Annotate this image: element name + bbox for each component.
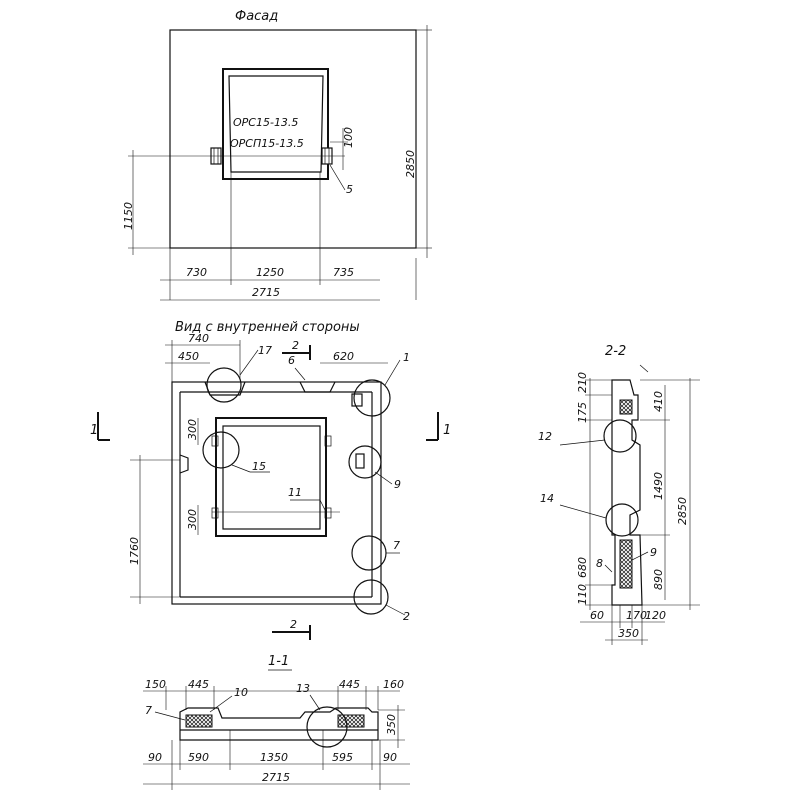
- inner-dim-300-top: 300: [186, 419, 199, 440]
- inner-callout-2: 2: [403, 610, 410, 623]
- section22-insulation-bottom: [619, 539, 633, 589]
- inner-sec-2-top: 2: [292, 339, 299, 352]
- inner-sec-1-left: 1: [90, 423, 98, 438]
- section22-dim-120: 120: [645, 609, 666, 622]
- section11-profile: [179, 707, 379, 741]
- inner-dim-620: 620: [333, 350, 354, 363]
- section11-dim-595: 595: [332, 751, 353, 764]
- facade-callout-5: 5: [346, 183, 353, 196]
- facade-label-2: ОРСП15-13.5: [230, 137, 304, 150]
- facade-label-1: ОРС15-13.5: [233, 116, 298, 129]
- inner-callout-1: 1: [403, 351, 410, 364]
- inner-callout-6: 6: [288, 354, 295, 367]
- section22-insulation-top: [619, 399, 633, 415]
- facade-dim-735: 735: [333, 266, 354, 279]
- facade-dim-1150: 1150: [122, 202, 135, 230]
- inner-detail-circle-1: [353, 379, 391, 417]
- section22-callout-8: 8: [596, 557, 603, 570]
- section22-title: 2-2: [605, 344, 626, 359]
- section22-dim-60: 60: [590, 609, 604, 622]
- section22-dim-2850: 2850: [676, 497, 689, 525]
- section22-dim-175: 175: [576, 402, 589, 423]
- facade-window-inner: [228, 75, 324, 173]
- inner-detail-circle-17: [206, 367, 242, 403]
- section22-dim-110: 110: [576, 584, 589, 605]
- section11-callout-7: 7: [145, 704, 152, 717]
- inner-dim-740: 740: [188, 332, 209, 345]
- facade-dim-730: 730: [186, 266, 207, 279]
- section22-callout-14: 14: [540, 492, 554, 505]
- section11-dim-160: 160: [383, 678, 404, 691]
- section22-callout-9: 9: [650, 546, 657, 559]
- section22-dim-890: 890: [652, 569, 665, 590]
- inner-window-inner: [222, 425, 321, 530]
- section22-callout-12: 12: [538, 430, 552, 443]
- inner-view: Вид с внутренней стороны 300 300 740 450…: [90, 320, 451, 640]
- section22-dim-680: 680: [576, 557, 589, 578]
- section11-circle-13: [306, 706, 348, 748]
- facade-dim-1250: 1250: [256, 266, 284, 279]
- inner-sec-1-right: 1: [443, 423, 451, 438]
- inner-title: Вид с внутренней стороны: [175, 320, 360, 335]
- inner-sec-2-bottom: 2: [290, 618, 297, 631]
- facade-panel-outline: [169, 29, 417, 249]
- section11-dim-90-left: 90: [148, 751, 162, 764]
- inner-dim-300-bottom: 300: [186, 509, 199, 530]
- section22-profile: [611, 379, 643, 606]
- section11-dim-445-right: 445: [339, 678, 360, 691]
- section22-dim-170: 170: [626, 609, 647, 622]
- inner-dim-450: 450: [178, 350, 199, 363]
- inner-callout-9: 9: [394, 478, 401, 491]
- section11-dim-90-right: 90: [383, 751, 397, 764]
- facade-dim-100: 100: [342, 127, 355, 148]
- inner-detail-circle-15: [202, 431, 240, 469]
- facade-window-outer: [222, 68, 329, 180]
- inner-detail-circle-2: [353, 579, 389, 615]
- facade-view: Фасад ОРС15-13.5 ОРСП15-13.5 100 5 2850 …: [122, 9, 432, 301]
- section22-dim-210: 210: [576, 372, 589, 393]
- section-2-2: 2-2 12 14 8 9 210 175 680 110 410 1490: [538, 344, 700, 645]
- inner-dim-1760: 1760: [128, 537, 141, 565]
- section11-dim-350: 350: [385, 714, 398, 735]
- section11-dim-150: 150: [145, 678, 166, 691]
- section11-insulation-left: [185, 714, 213, 728]
- inner-panel-outline: [171, 381, 382, 605]
- section22-dim-1490: 1490: [652, 472, 665, 500]
- section11-callout-13: 13: [296, 682, 310, 695]
- section11-dim-1350: 1350: [260, 751, 288, 764]
- section22-dim-350: 350: [618, 627, 639, 640]
- section11-title: 1-1: [268, 654, 289, 669]
- section11-dim-590: 590: [188, 751, 209, 764]
- inner-window-outer: [215, 417, 327, 537]
- inner-callout-7: 7: [393, 539, 400, 552]
- inner-callout-17: 17: [258, 344, 272, 357]
- inner-detail-circle-9: [348, 445, 382, 479]
- facade-dim-2850: 2850: [404, 150, 417, 178]
- inner-callout-11: 11: [288, 486, 302, 499]
- section11-dim-2715: 2715: [262, 771, 290, 784]
- section22-circle-12: [603, 419, 637, 453]
- inner-callout-15: 15: [252, 460, 266, 473]
- section11-insulation-right: [337, 714, 365, 728]
- section-1-1: 1-1 7 10 13 150 445 445 160 350: [143, 654, 410, 790]
- facade-title: Фасад: [235, 9, 278, 24]
- section11-callout-10: 10: [234, 686, 248, 699]
- facade-dim-2715: 2715: [252, 286, 280, 299]
- section11-dim-445-left: 445: [188, 678, 209, 691]
- section22-circle-14: [605, 503, 639, 537]
- section22-dim-410: 410: [652, 391, 665, 412]
